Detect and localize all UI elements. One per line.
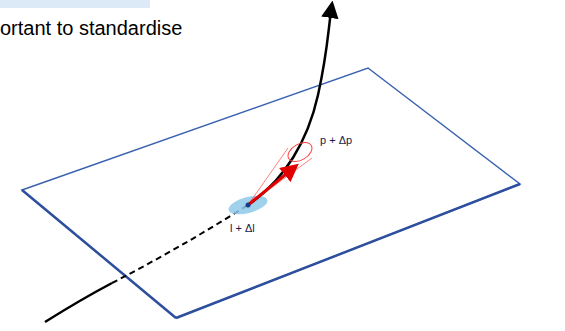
plane-edge bbox=[22, 190, 176, 318]
track-curve-hidden bbox=[112, 205, 248, 283]
plane-edge bbox=[176, 184, 520, 318]
header-bar bbox=[0, 0, 150, 8]
position-ellipse bbox=[227, 192, 270, 218]
cone-line bbox=[248, 158, 312, 205]
track-curve bbox=[45, 283, 112, 322]
track-curve bbox=[248, 4, 332, 205]
position-label: l + Δl bbox=[228, 222, 257, 234]
hit-point bbox=[246, 203, 251, 208]
detector-plane bbox=[22, 68, 520, 318]
slide-text: ortant to standardise bbox=[0, 17, 182, 40]
momentum-cone bbox=[285, 139, 316, 166]
momentum-arrow bbox=[248, 166, 296, 205]
momentum-label: p + Δp bbox=[318, 134, 354, 146]
